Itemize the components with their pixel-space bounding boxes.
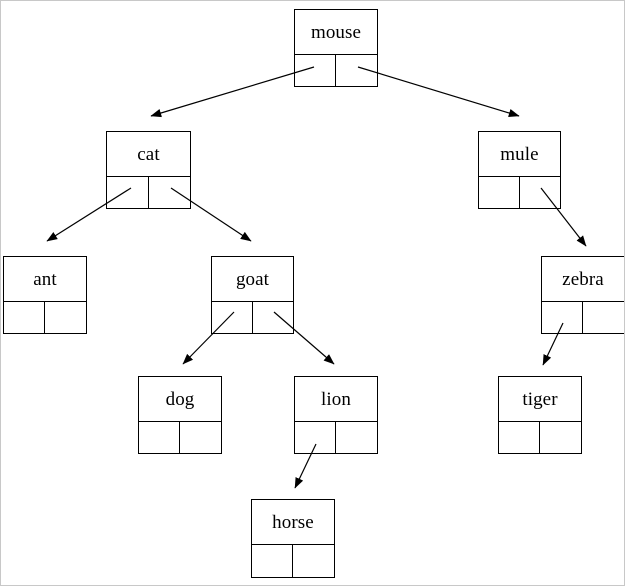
right-pointer-cell[interactable] <box>336 422 377 453</box>
left-pointer-cell[interactable] <box>479 177 520 208</box>
right-pointer-cell[interactable] <box>149 177 191 208</box>
left-pointer-cell[interactable] <box>542 302 583 333</box>
tree-node-mule[interactable]: mule <box>478 131 561 209</box>
pointer-row <box>212 302 293 333</box>
tree-node-label: horse <box>252 500 334 545</box>
pointer-row <box>479 177 560 208</box>
pointer-row <box>4 302 86 333</box>
right-pointer-cell[interactable] <box>293 545 334 577</box>
pointer-row <box>295 55 377 86</box>
right-pointer-cell[interactable] <box>45 302 86 333</box>
tree-node-label: goat <box>212 257 293 302</box>
left-pointer-cell[interactable] <box>4 302 45 333</box>
right-pointer-cell[interactable] <box>520 177 561 208</box>
pointer-row <box>139 422 221 453</box>
tree-node-ant[interactable]: ant <box>3 256 87 334</box>
pointer-row <box>107 177 190 208</box>
left-pointer-cell[interactable] <box>252 545 293 577</box>
pointer-row <box>542 302 624 333</box>
left-pointer-cell[interactable] <box>107 177 149 208</box>
tree-node-label: dog <box>139 377 221 422</box>
tree-node-label: zebra <box>542 257 624 302</box>
tree-node-goat[interactable]: goat <box>211 256 294 334</box>
right-pointer-cell[interactable] <box>336 55 377 86</box>
tree-node-label: cat <box>107 132 190 177</box>
right-pointer-cell[interactable] <box>540 422 581 453</box>
left-pointer-cell[interactable] <box>212 302 253 333</box>
tree-node-zebra[interactable]: zebra <box>541 256 624 334</box>
tree-node-cat[interactable]: cat <box>106 131 191 209</box>
tree-node-label: mouse <box>295 10 377 55</box>
pointer-row <box>295 422 377 453</box>
right-pointer-cell[interactable] <box>253 302 294 333</box>
left-pointer-cell[interactable] <box>499 422 540 453</box>
left-pointer-cell[interactable] <box>295 422 336 453</box>
tree-node-tiger[interactable]: tiger <box>498 376 582 454</box>
tree-node-horse[interactable]: horse <box>251 499 335 578</box>
tree-node-mouse[interactable]: mouse <box>294 9 378 87</box>
tree-node-label: ant <box>4 257 86 302</box>
tree-node-lion[interactable]: lion <box>294 376 378 454</box>
right-pointer-cell[interactable] <box>180 422 221 453</box>
edge-arrow-mouse-to-cat <box>150 66 315 118</box>
pointer-row <box>252 545 334 577</box>
tree-node-label: tiger <box>499 377 581 422</box>
tree-node-label: mule <box>479 132 560 177</box>
tree-node-dog[interactable]: dog <box>138 376 222 454</box>
edge-arrow-mouse-to-mule <box>357 66 520 118</box>
left-pointer-cell[interactable] <box>139 422 180 453</box>
right-pointer-cell[interactable] <box>583 302 624 333</box>
left-pointer-cell[interactable] <box>295 55 336 86</box>
pointer-row <box>499 422 581 453</box>
tree-node-label: lion <box>295 377 377 422</box>
